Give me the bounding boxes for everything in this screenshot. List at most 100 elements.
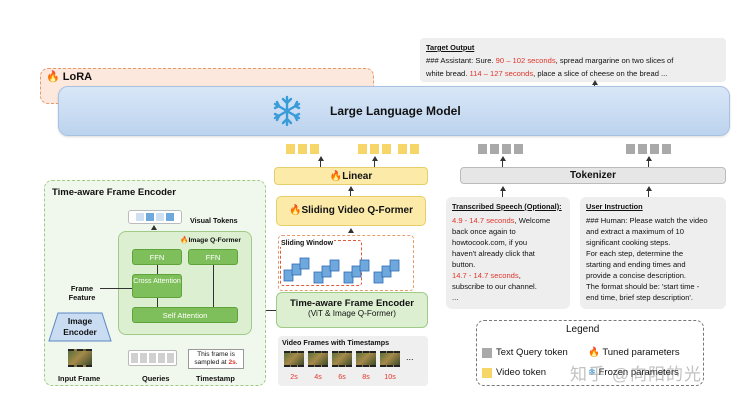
speech-line: haven't already click that xyxy=(452,249,535,258)
ffn-block: FFN xyxy=(188,249,238,265)
timestamp-row: 2s 4s 6s 8s 10s xyxy=(284,372,400,381)
image-encoder-label: Image Encoder xyxy=(63,316,97,337)
text-token xyxy=(478,144,487,154)
time-aware-frame-encoder: Time-aware Frame Encoder (ViT & Image Q-… xyxy=(276,292,428,328)
arrow-line xyxy=(350,190,351,196)
arrow-line xyxy=(648,190,649,197)
arrow-up xyxy=(500,156,506,161)
instruction-line: The format should be: 'start time - xyxy=(586,282,700,291)
visual-tokens-box xyxy=(128,210,182,224)
legend-tuned-text: Tuned parameters xyxy=(602,347,680,358)
video-token xyxy=(298,144,307,154)
legend-tuned: 🔥 Tuned parameters xyxy=(588,347,680,358)
snowflake-icon: ❄ xyxy=(588,367,596,378)
timestamp-label: 2s xyxy=(290,372,298,381)
watermark: 知乎 @向阳的光 xyxy=(570,365,702,384)
video-frame xyxy=(308,351,328,367)
self-attention-block: Self Attention xyxy=(132,307,238,323)
transcribed-speech-panel: Transcribed Speech (Optional): 4.9 - 14.… xyxy=(446,197,570,309)
speech-time: 4.9 - 14.7 seconds xyxy=(452,216,515,225)
target-text: , spread margarine on two slices of xyxy=(555,56,674,65)
image-qformer-text: Image Q-Former xyxy=(188,237,241,244)
query-token xyxy=(140,353,147,363)
instruction-line: significant cooking steps. xyxy=(586,238,671,247)
arrow-line xyxy=(502,160,503,167)
video-token xyxy=(286,144,295,154)
svqf-label: Sliding Video Q-Former xyxy=(301,205,413,216)
timestamp-text-line: sampled at 2s. xyxy=(189,359,243,367)
instruction-line: ### Human: Please watch the video xyxy=(586,216,708,225)
speech-line: button. xyxy=(452,260,476,269)
fire-icon: 🔥 xyxy=(289,205,302,216)
video-token xyxy=(398,144,407,154)
speech-text: , Welcome xyxy=(514,216,551,225)
visual-tokens-label: Visual Tokens xyxy=(190,216,238,225)
timestamp-label: Timestamp xyxy=(196,374,235,383)
arrow-up xyxy=(592,80,598,85)
speech-line: back once again to xyxy=(452,227,516,236)
speech-title: Transcribed Speech (Optional): xyxy=(452,202,562,211)
text-token xyxy=(638,144,647,154)
video-token-strip xyxy=(358,144,391,154)
target-output-panel: Target Output ### Assistant: Sure. 90 – … xyxy=(420,38,726,82)
query-token xyxy=(149,353,156,363)
timestamp-box: This frame is sampled at 2s. xyxy=(188,349,244,369)
arrow-line xyxy=(502,190,503,197)
legend-video-token: Video token xyxy=(496,367,547,378)
text-token xyxy=(626,144,635,154)
query-token xyxy=(158,353,165,363)
timestamp-label: 4s xyxy=(314,372,322,381)
text-token xyxy=(662,144,671,154)
video-token-strip xyxy=(398,144,419,154)
arrow-line xyxy=(374,160,375,167)
video-token-strip xyxy=(286,144,319,154)
target-time1: 90 – 102 seconds xyxy=(495,56,556,65)
video-frames-title: Video Frames with Timestamps xyxy=(282,338,390,347)
legend-frozen: ❄ Frozen parameters xyxy=(588,367,679,378)
text-token-strip xyxy=(626,144,671,154)
visual-token xyxy=(166,213,174,221)
visual-token xyxy=(146,213,154,221)
text-token-strip xyxy=(478,144,523,154)
arrow-line xyxy=(648,160,649,167)
speech-line: ... xyxy=(452,293,459,302)
video-frame xyxy=(332,351,352,367)
arrow-line xyxy=(320,160,321,167)
target-text: white bread. xyxy=(426,69,468,78)
video-frame xyxy=(356,351,376,367)
cross-attention-block: Cross Attention xyxy=(132,274,182,298)
target-output-line1: ### Assistant: Sure. 90 – 102 seconds, s… xyxy=(426,54,720,67)
text-token xyxy=(490,144,499,154)
input-frame-image xyxy=(68,349,92,367)
arrow-up xyxy=(318,156,324,161)
timestamp-label: 6s xyxy=(338,372,346,381)
fire-icon: 🔥 xyxy=(588,347,600,358)
fire-icon: 🔥 xyxy=(180,237,189,244)
arrow-up xyxy=(348,228,354,233)
speech-line: 4.9 - 14.7 seconds, Welcome xyxy=(452,215,564,226)
connector-line xyxy=(266,310,276,311)
query-tokens xyxy=(128,350,177,366)
arrow-up xyxy=(348,186,354,191)
arrow-line xyxy=(157,298,158,307)
video-token xyxy=(370,144,379,154)
instruction-title: User Instruction xyxy=(586,202,643,211)
timestamp-text: This frame is xyxy=(197,351,235,358)
video-token xyxy=(410,144,419,154)
speech-line: howtocook.com, if you xyxy=(452,238,528,247)
fire-icon: 🔥 xyxy=(329,171,343,182)
token-stacks xyxy=(283,257,400,284)
video-token xyxy=(358,144,367,154)
target-output-line2: white bread. 114 – 127 seconds, place a … xyxy=(426,67,720,80)
snowflake-icon xyxy=(273,95,301,127)
timestamp-label: 8s xyxy=(362,372,370,381)
query-token xyxy=(167,353,174,363)
input-frame-label: Input Frame xyxy=(58,374,101,383)
text-token xyxy=(514,144,523,154)
legend-text-query: Text Query token xyxy=(496,347,568,358)
image-encoder-shape xyxy=(48,312,112,342)
speech-line: 14.7 - 14.7 seconds, xyxy=(452,270,564,281)
legend-swatch-text-token xyxy=(482,348,492,358)
legend-box xyxy=(476,320,704,386)
